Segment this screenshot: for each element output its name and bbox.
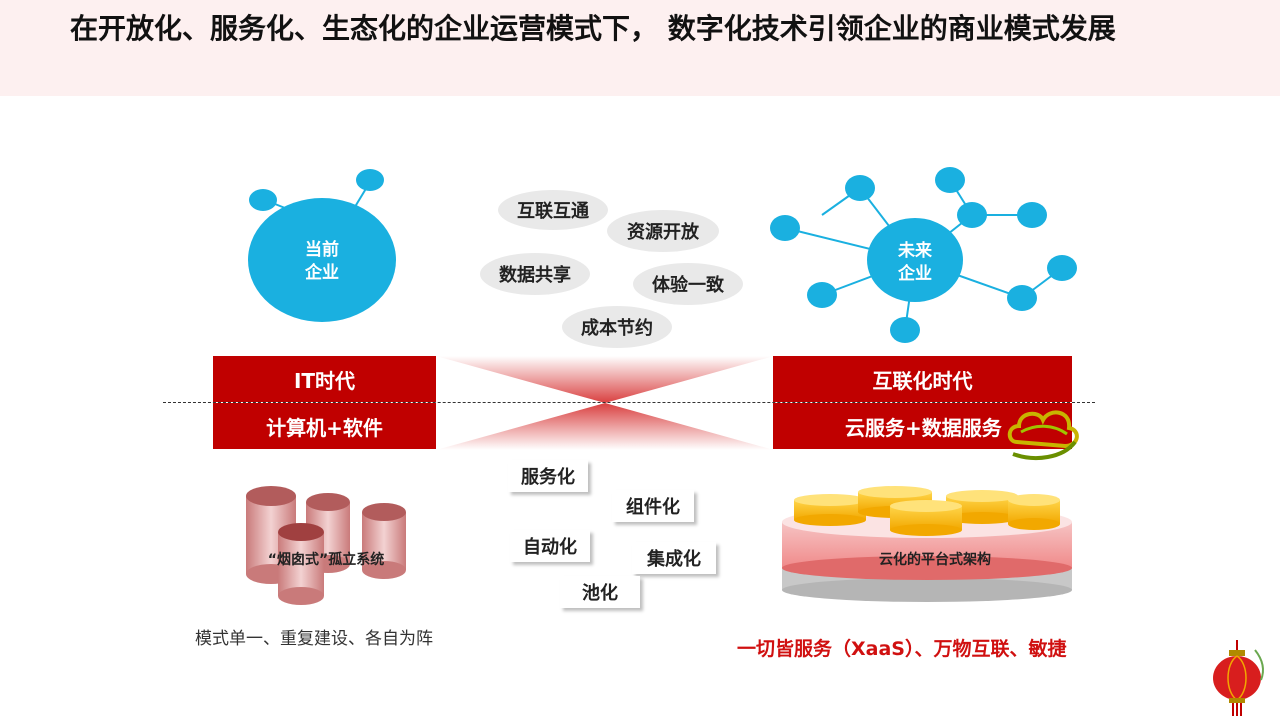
benefit-bubble: 体验一致: [633, 263, 743, 305]
current-enterprise-node: [248, 198, 396, 322]
cloud-icon: [1007, 410, 1079, 460]
silo-label: “烟囱式”孤立系统: [267, 552, 385, 568]
benefit-bubble: 数据共享: [480, 253, 590, 295]
current-node-label-1: 当前: [305, 239, 339, 260]
cylinder-db-icon: [890, 500, 962, 536]
transition-hourglass: [436, 356, 774, 450]
satellite-node-icon: [890, 317, 920, 343]
satellite-node-icon: [1007, 285, 1037, 311]
platform-label: 云化的平台式架构: [879, 552, 991, 568]
benefit-bubble: 互联互通: [498, 190, 608, 230]
satellite-node-icon: [807, 282, 837, 308]
right-era-label: 互联化时代: [773, 356, 1072, 402]
transform-tag: 自动化: [510, 530, 590, 562]
page-title: 在开放化、服务化、生态化的企业运营模式下， 数字化技术引领企业的商业模式发展: [70, 12, 1116, 45]
current-node-label-2: 企业: [304, 262, 339, 283]
benefit-bubble: 资源开放: [607, 210, 719, 252]
satellite-node-icon: [935, 167, 965, 193]
cylinder-db-icon: [794, 494, 866, 526]
cylinder-db-icon: [362, 503, 406, 579]
satellite-node-icon: [1017, 202, 1047, 228]
lantern-icon: [1213, 640, 1264, 716]
left-era-label: IT时代: [213, 356, 436, 402]
satellite-node-icon: [957, 202, 987, 228]
future-node-label-1: 未来: [897, 240, 933, 261]
transform-tag: 集成化: [632, 542, 716, 574]
transform-tag: 池化: [560, 576, 640, 608]
future-enterprise-node: [867, 218, 963, 302]
silo-systems: [246, 486, 406, 605]
era-divider: [163, 402, 1095, 403]
transform-tag: 组件化: [612, 490, 694, 522]
right-caption: 一切皆服务（XaaS）、万物互联、敏捷: [737, 638, 1067, 660]
cylinder-db-icon: [946, 490, 1018, 524]
cylinder-db-icon: [278, 523, 324, 605]
left-caption: 模式单一、重复建设、各自为阵: [195, 629, 433, 649]
satellite-node-icon: [770, 215, 800, 241]
satellite-node-icon: [249, 189, 277, 211]
cylinder-db-icon: [246, 486, 296, 584]
current-enterprise-graph: 当前 企业: [248, 169, 396, 322]
benefit-bubble: 成本节约: [562, 306, 672, 348]
transform-tag: 服务化: [508, 460, 588, 492]
satellite-node-icon: [1047, 255, 1077, 281]
satellite-node-icon: [356, 169, 384, 191]
left-tech-label: 计算机+软件: [213, 403, 436, 449]
satellite-node-icon: [845, 175, 875, 201]
title-bar: [0, 0, 1280, 96]
future-enterprise-graph: 未来 企业: [770, 167, 1077, 343]
future-node-label-2: 企业: [897, 263, 932, 284]
right-tech-label: 云服务+数据服务: [773, 403, 1072, 449]
cylinder-db-icon: [1008, 494, 1060, 530]
cloud-platform: [782, 486, 1072, 602]
